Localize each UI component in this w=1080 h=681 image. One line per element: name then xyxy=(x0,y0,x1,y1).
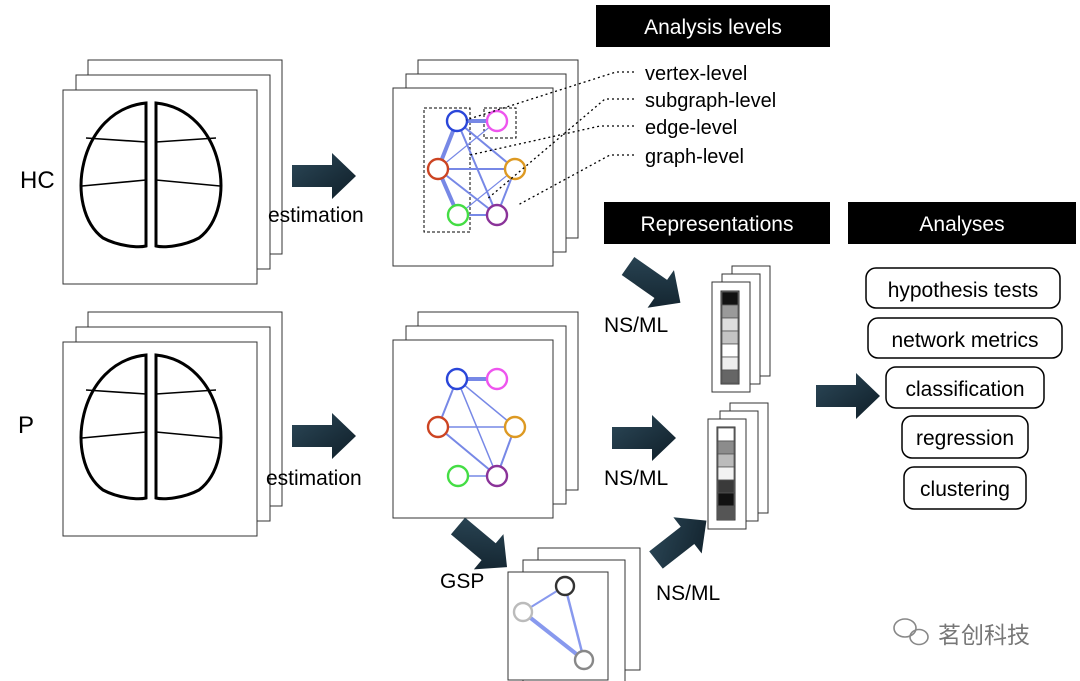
node-grey xyxy=(573,649,595,671)
gsp-graph xyxy=(512,575,595,671)
analyses-header: Analyses xyxy=(848,202,1076,244)
vector-cell xyxy=(721,356,739,371)
node-orange xyxy=(503,415,527,439)
node-orange xyxy=(503,157,527,181)
watermark: 茗创科技 xyxy=(893,618,1030,649)
estimation-label-hc: estimation xyxy=(268,204,364,227)
feature-vector-bottom xyxy=(716,426,736,521)
vector-cell xyxy=(717,466,735,481)
vector-cell xyxy=(717,492,735,507)
nsml-label-middle: NS/ML xyxy=(604,467,668,490)
node-red xyxy=(426,415,450,439)
vector-cell xyxy=(721,317,739,332)
node-red xyxy=(426,157,450,181)
vector-cell xyxy=(721,304,739,319)
watermark-text: 茗创科技 xyxy=(938,623,1030,649)
level-edge: edge-level xyxy=(645,117,737,139)
level-vertex: vertex-level xyxy=(645,63,747,85)
representation-stack-top xyxy=(711,265,771,393)
vector-cell xyxy=(717,440,735,455)
arrow-icon xyxy=(816,373,880,419)
arrow-icon xyxy=(612,415,676,461)
node-magenta xyxy=(485,367,509,391)
analyses-title: Analyses xyxy=(919,213,1004,236)
estimation-label-p: estimation xyxy=(266,467,362,490)
p-graph-stack xyxy=(392,311,579,519)
analysis-network-metrics: network metrics xyxy=(867,317,1063,359)
analysis-classification: classification xyxy=(885,366,1045,409)
p-brain-stack xyxy=(62,311,283,537)
node-purple xyxy=(485,464,509,488)
vector-cell xyxy=(721,369,739,384)
group-label-hc: HC xyxy=(20,167,55,194)
node-blue xyxy=(445,367,469,391)
analysis-label: network metrics xyxy=(891,329,1038,352)
arrow-icon xyxy=(614,247,694,322)
representation-stack-bottom xyxy=(707,402,769,530)
analysis-label: hypothesis tests xyxy=(888,279,1039,302)
vector-cell xyxy=(717,505,735,520)
representations-header: Representations xyxy=(604,202,830,244)
hc-network-graph xyxy=(423,107,527,233)
group-label-p: P xyxy=(18,412,34,439)
feature-vector-top xyxy=(720,290,740,385)
representations-title: Representations xyxy=(641,213,794,236)
vector-cell xyxy=(721,291,739,306)
arrow-icon xyxy=(292,153,356,199)
vector-cell xyxy=(721,343,739,358)
node-magenta xyxy=(485,109,509,133)
subgraph-box xyxy=(483,107,517,139)
node-blue xyxy=(445,109,469,133)
node-purple xyxy=(485,203,509,227)
node-green xyxy=(446,203,470,227)
analysis-hypothesis-tests: hypothesis tests xyxy=(865,267,1061,309)
analysis-label: regression xyxy=(916,427,1014,450)
nsml-label-top: NS/ML xyxy=(604,314,668,337)
analysis-clustering: clustering xyxy=(903,466,1027,510)
analysis-label: classification xyxy=(905,378,1024,401)
wechat-icon xyxy=(893,618,929,646)
vector-cell xyxy=(717,453,735,468)
analysis-levels-header: Analysis levels xyxy=(596,5,830,47)
level-subgraph: subgraph-level xyxy=(645,90,776,112)
gsp-label: GSP xyxy=(440,570,484,593)
vector-cell xyxy=(717,479,735,494)
node-light xyxy=(512,601,534,623)
vector-cell xyxy=(717,427,735,442)
node-dark xyxy=(554,575,576,597)
vector-cell xyxy=(721,330,739,345)
arrow-icon xyxy=(292,413,356,459)
nsml-label-bottom: NS/ML xyxy=(656,582,720,605)
analysis-label: clustering xyxy=(920,478,1010,501)
gsp-graph-stack xyxy=(507,547,641,681)
analysis-levels-title: Analysis levels xyxy=(644,16,782,39)
node-green xyxy=(446,464,470,488)
vector-frame xyxy=(716,426,736,521)
hc-graph-stack xyxy=(392,59,579,267)
level-graph: graph-level xyxy=(645,146,744,168)
vector-frame xyxy=(720,290,740,385)
hc-brain-stack xyxy=(62,59,283,285)
level-leader-lines xyxy=(465,71,634,206)
p-network-graph xyxy=(426,367,527,488)
analysis-regression: regression xyxy=(901,415,1029,459)
